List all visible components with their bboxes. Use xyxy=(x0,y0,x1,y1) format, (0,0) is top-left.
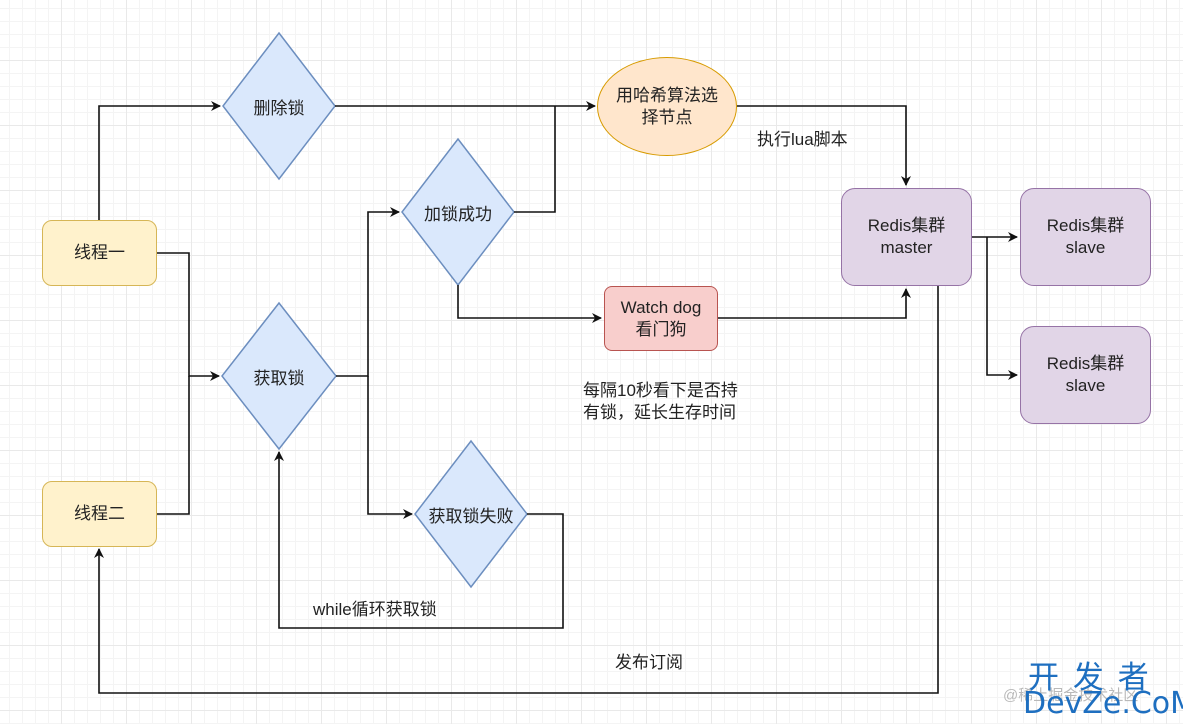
edge-master-thread2 xyxy=(94,286,939,694)
redis-slave-node-2[interactable]: Redis集群 slave xyxy=(1020,326,1151,424)
edge-success-watchdog xyxy=(457,285,602,323)
watchdog-note-line2: 有锁，延长生存时间 xyxy=(583,403,736,422)
edge-master-slave2 xyxy=(986,237,1018,380)
edge-watchdog-master xyxy=(718,288,911,319)
redis-slave1-line2: slave xyxy=(1065,238,1106,257)
edge-acquire-fail xyxy=(367,376,413,519)
acquire-lock-label: 获取锁 xyxy=(253,368,305,388)
watchdog-line1: Watch dog xyxy=(620,297,702,317)
edge-thread1-delete xyxy=(98,101,221,220)
hash-select-line1: 用哈希算法选 xyxy=(616,85,718,105)
edge-hash-master xyxy=(737,105,911,186)
pub-sub-label: 发布订阅 xyxy=(615,653,683,672)
edge-success-hash xyxy=(514,106,556,213)
watermark-top: 开 发 者 xyxy=(1028,660,1151,696)
acquire-fail-diamond[interactable] xyxy=(414,439,528,589)
hash-select-line2: 择节点 xyxy=(641,107,693,127)
edge-thread2-acquire xyxy=(157,376,190,515)
redis-master-line1: Redis集群 xyxy=(867,216,946,235)
thread1-label: 线程一 xyxy=(74,243,125,262)
redis-slave2-line1: Redis集群 xyxy=(1046,354,1125,373)
acquire-lock-diamond[interactable] xyxy=(221,301,337,451)
redis-master-node[interactable]: Redis集群 master xyxy=(841,188,972,286)
lock-success-label: 加锁成功 xyxy=(424,204,492,224)
acquire-fail-label: 获取锁失败 xyxy=(428,506,514,526)
hash-select-node[interactable]: 用哈希算法选 择节点 xyxy=(597,57,737,156)
watchdog-node[interactable]: Watch dog 看门狗 xyxy=(604,286,718,351)
redis-slave2-line2: slave xyxy=(1065,376,1106,395)
redis-slave1-line1: Redis集群 xyxy=(1046,216,1125,235)
watermark-faint: @稀土掘金技术社区 xyxy=(1003,687,1139,704)
redis-master-line2: master xyxy=(880,238,933,257)
thread1-box[interactable]: 线程一 xyxy=(42,220,157,286)
redis-slave-node-1[interactable]: Redis集群 slave xyxy=(1020,188,1151,286)
edge-thread1-acquire xyxy=(157,252,220,381)
edge-acquire-success xyxy=(336,207,400,377)
edge-fail-loop xyxy=(274,451,564,629)
watchdog-line2: 看门狗 xyxy=(635,319,687,339)
while-loop-label: while循环获取锁 xyxy=(313,600,437,619)
delete-lock-label: 删除锁 xyxy=(253,98,305,118)
thread2-box[interactable]: 线程二 xyxy=(42,481,157,547)
delete-lock-diamond[interactable] xyxy=(222,31,336,181)
watermark-bottom: DevZe.CoM xyxy=(1023,686,1183,721)
exec-lua-label: 执行lua脚本 xyxy=(757,130,848,149)
thread2-label: 线程二 xyxy=(74,504,125,523)
watchdog-note-line1: 每隔10秒看下是否持 xyxy=(583,381,738,400)
